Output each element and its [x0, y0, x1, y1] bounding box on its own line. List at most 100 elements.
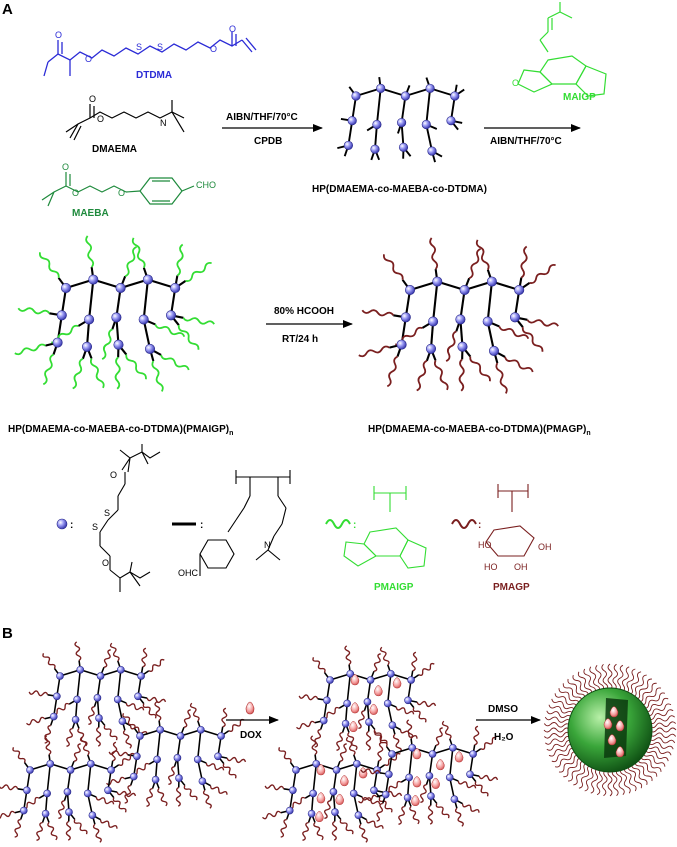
polymer-arm [221, 707, 228, 728]
legend-n-atom: N [264, 540, 271, 550]
branch-point-sphere [388, 750, 396, 758]
polymer-arm [36, 821, 43, 841]
polymer-arm [601, 663, 609, 691]
branch-point-sphere [408, 743, 417, 752]
backbone-bond [375, 88, 382, 125]
polymer-arm [427, 804, 434, 825]
polymer-arm [480, 736, 497, 750]
polymer-arm [365, 819, 384, 829]
polymer-arm [406, 719, 414, 739]
polymer-arm [631, 763, 648, 786]
polymer-arm [74, 641, 82, 661]
polymer-arm [344, 645, 352, 665]
polymer-arm [572, 674, 589, 697]
backbone-bond [408, 747, 414, 778]
branch-point-sphere [137, 672, 145, 680]
polymer-arm [322, 706, 340, 720]
hp-pmaigp-label: HP(DMAEMA-co-MAEBA-co-DTDMA)(PMAIGP)n [8, 424, 233, 437]
polymer-arm [312, 657, 326, 673]
branch-point-sphere [405, 773, 413, 782]
branch-point-sphere [117, 665, 125, 674]
polymer-arm [578, 764, 592, 789]
polymer-arm [461, 803, 480, 813]
polymer-arm [543, 727, 571, 733]
branch-point-sphere [509, 312, 521, 323]
polymer-arm [57, 800, 65, 820]
polymer-arm [458, 358, 465, 392]
polymer-arm [558, 754, 580, 773]
branch-point-sphere [156, 725, 165, 734]
branch-point-sphere [346, 669, 355, 678]
polymer-arm [339, 819, 354, 835]
polymer-arm [395, 706, 415, 715]
polymer-arm [520, 245, 528, 279]
polymer-arm [646, 703, 672, 716]
polymer-arm [310, 735, 318, 755]
polymer-arm [26, 716, 46, 726]
polymer-arm [457, 780, 477, 789]
polymer-arm [189, 702, 200, 722]
hp-core-structure [337, 76, 465, 163]
branch-point-sphere [129, 772, 138, 781]
hp-pmagp-label: HP(DMAEMA-co-MAEBA-co-DTDMA)(PMAGP)n [368, 424, 591, 437]
polymer-arm [22, 796, 40, 810]
polymer-arm [146, 787, 153, 807]
dox-molecule [316, 792, 326, 804]
dox-molecule [431, 777, 440, 789]
polymer-arm [296, 720, 316, 730]
legend-pmagp-oh: OH [538, 542, 552, 552]
polymer-arm [38, 252, 60, 278]
polymer-arm [577, 671, 593, 695]
branch-point-sphere [175, 774, 183, 782]
polymer-arm [544, 716, 572, 723]
polymer-arm [116, 790, 137, 798]
backbone-bond [76, 669, 82, 700]
polymer-arm [99, 819, 118, 829]
polymer-arm [358, 345, 390, 358]
nanoparticle [543, 663, 677, 797]
polymer-arm [365, 730, 372, 751]
branch-point-sphere [26, 766, 34, 774]
polymer-arm [649, 727, 677, 733]
polymer-arm [95, 796, 115, 805]
polymer-arm [568, 760, 585, 782]
polymer-arm [474, 781, 489, 797]
polymer-arm [106, 776, 126, 786]
polymer-arm [386, 355, 398, 388]
legend-dtdma-unit-structure [99, 444, 161, 592]
branch-point-sphere [385, 770, 393, 779]
polymer-arm [112, 797, 127, 813]
branch-point-sphere [428, 750, 437, 758]
polymer-arm [44, 735, 52, 755]
step1-conditions-top: AIBN/THF/70°C [226, 112, 298, 123]
backbone-bond [46, 763, 52, 794]
polymer-arm [411, 651, 418, 672]
polymer-arm [621, 666, 630, 693]
polymer-arm [122, 729, 132, 749]
branch-point-sphere [445, 773, 454, 782]
branch-point-sphere [353, 759, 361, 768]
polymer-arm [302, 821, 309, 841]
polymer-arm [627, 765, 643, 789]
branch-point-sphere [347, 116, 357, 126]
polymer-arm [607, 663, 613, 691]
polymer-arm [47, 821, 58, 841]
polymer-arm [209, 785, 228, 795]
legend-s-atom: S [92, 522, 98, 532]
step3-conditions-top: 80% HCOOH [274, 306, 334, 317]
backbone-bond [196, 729, 202, 760]
branch-point-sphere [134, 692, 142, 701]
branch-point-sphere [83, 789, 92, 798]
polymer-arm [360, 768, 381, 775]
polymer-arm [473, 725, 480, 746]
maeba-cho: CHO [196, 180, 216, 190]
polymer-arm [52, 702, 70, 716]
branch-point-sphere [341, 719, 350, 728]
legend-s-atom: S [104, 508, 110, 518]
legend-sphere-icon [56, 518, 68, 530]
step3-conditions-bottom: RT/24 h [282, 334, 318, 345]
branch-point-sphere [71, 715, 80, 724]
polymer-arm [141, 647, 148, 668]
branch-point-sphere [383, 699, 392, 708]
legend-pmagp-unit-structure [485, 484, 535, 557]
